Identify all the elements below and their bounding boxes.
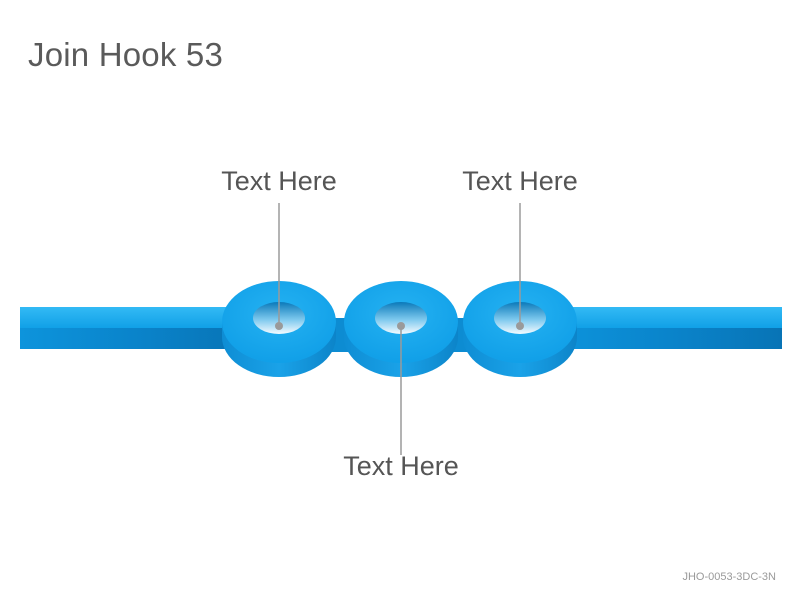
- right-bar-top: [555, 307, 782, 329]
- callout-1-dot: [275, 322, 283, 330]
- callout-2-dot: [397, 322, 405, 330]
- footer-code: JHO-0053-3DC-3N: [682, 571, 776, 583]
- callout-3: [516, 203, 524, 330]
- callout-3-dot: [516, 322, 524, 330]
- slide-title: Join Hook 53: [28, 36, 224, 73]
- left-bar-top: [20, 307, 245, 329]
- ring-2-hole: [375, 302, 427, 334]
- left-bar: [20, 307, 245, 349]
- left-bar-front: [20, 328, 245, 349]
- callout-label-1: Text Here: [221, 166, 337, 196]
- right-bar: [555, 307, 782, 349]
- callout-1: [275, 203, 283, 330]
- right-bar-front: [555, 328, 782, 349]
- callout-label-2: Text Here: [343, 451, 459, 481]
- callout-2: [397, 322, 405, 455]
- callout-label-3: Text Here: [462, 166, 578, 196]
